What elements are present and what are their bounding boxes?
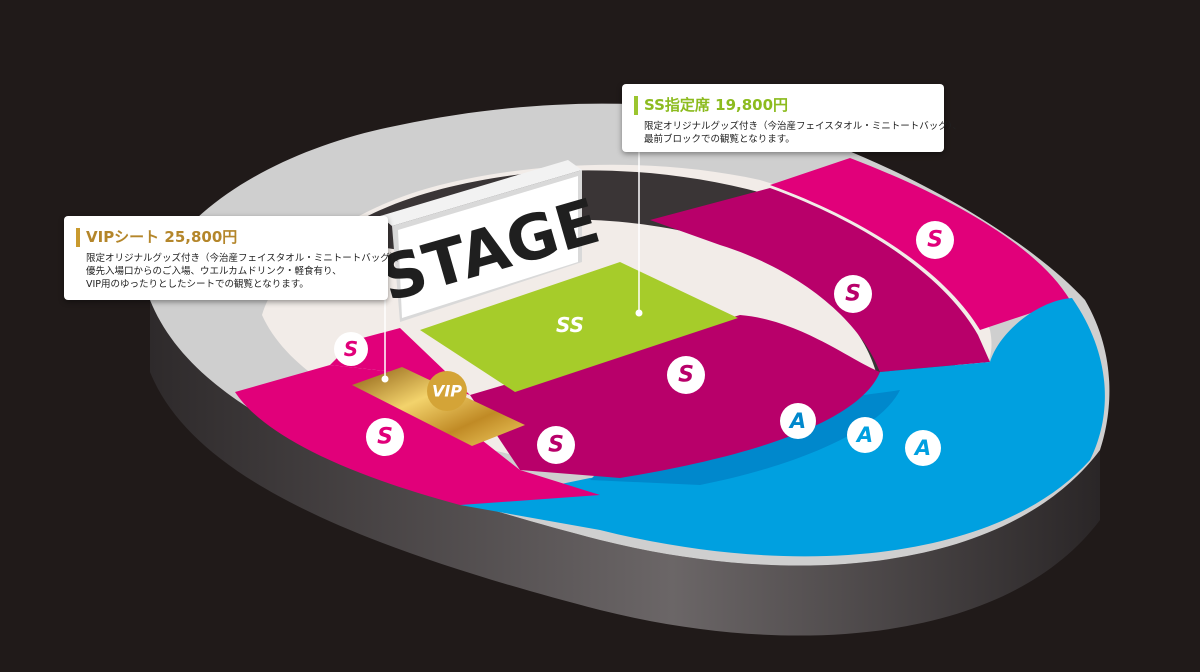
svg-text:S: S [927, 228, 943, 253]
svg-text:S: S [845, 282, 861, 307]
vip-callout-dot [381, 375, 389, 383]
svg-text:S: S [344, 337, 358, 361]
ss-accent-bar [634, 96, 638, 115]
svg-text:S: S [377, 425, 393, 450]
svg-text:A: A [788, 409, 806, 433]
svg-text:A: A [913, 436, 931, 460]
section-s-left [235, 365, 600, 505]
section-s-right-upper [650, 188, 990, 372]
svg-text:S: S [548, 433, 564, 458]
badge-vip: VIP [427, 371, 467, 411]
stage-block-top [380, 160, 582, 226]
svg-text:S: S [678, 363, 694, 388]
ss-callout-line: 最前ブロックでの観覧となります。 [644, 134, 795, 145]
vip-accent-bar [76, 228, 80, 247]
stage-block-face [398, 176, 578, 318]
badge-s: S [334, 332, 368, 366]
vip-callout-title: VIPシート 25,800円 [86, 228, 238, 246]
svg-text:A: A [855, 423, 873, 447]
badge-s: S [916, 221, 954, 259]
badge-a: A [780, 403, 816, 439]
badge-s: S [537, 426, 575, 464]
badge-s: S [834, 275, 872, 313]
badge-ss: SS [552, 307, 588, 343]
ss-info-callout: SS指定席 19,800円 限定オリジナルグッズ付き（今治産フェイスタオル・ミニ… [622, 84, 962, 152]
ss-callout-dot [635, 309, 643, 317]
badge-s: S [667, 356, 705, 394]
vip-callout-line: 優先入場口からのご入場、ウエルカムドリンク・軽食有り、 [86, 266, 342, 277]
section-a-right [460, 298, 1105, 557]
svg-text:SS: SS [556, 313, 584, 337]
badge-a: A [905, 430, 941, 466]
vip-info-callout: VIPシート 25,800円 限定オリジナルグッズ付き（今治産フェイスタオル・ミ… [64, 216, 404, 300]
badge-a: A [847, 417, 883, 453]
arena-outer-wall [150, 300, 1100, 636]
ss-callout-line: 限定オリジナルグッズ付き（今治産フェイスタオル・ミニトートバッグ）、 [644, 121, 962, 132]
badge-s: S [366, 418, 404, 456]
svg-text:VIP: VIP [432, 382, 462, 401]
vip-callout-line: 限定オリジナルグッズ付き（今治産フェイスタオル・ミニトートバッグ）、 [86, 253, 404, 264]
vip-callout-line: VIP用のゆったりとしたシートでの観覧となります。 [86, 279, 309, 290]
ss-callout-title: SS指定席 19,800円 [644, 96, 789, 114]
